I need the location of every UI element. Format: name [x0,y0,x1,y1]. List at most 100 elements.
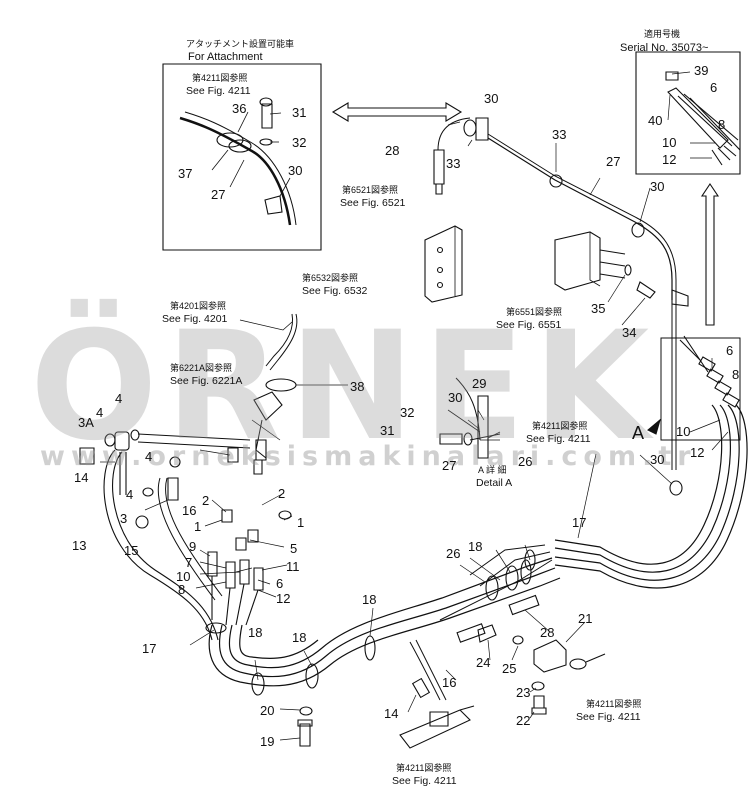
part-number: 17 [572,515,587,530]
part-number: 13 [72,538,87,553]
ref-4211b-en: See Fig. 4211 [526,433,591,445]
valve-block-6532 [425,226,462,302]
part-number: 30 [484,91,499,106]
part-number: 27 [606,154,621,169]
detail-a-en: Detail A [476,477,513,489]
part-number: 35 [591,301,606,316]
part-number: 8 [178,582,186,597]
part-number: 12 [276,591,291,606]
part-number: 4 [115,391,123,406]
part-number: 6 [726,343,734,358]
watermark-brand: ÖRNEK [30,300,658,474]
part-number: 10 [662,135,677,150]
ref-6551-jp: 第6551図参照 [506,307,563,317]
part-number: 20 [260,703,275,718]
part-number: 18 [468,539,483,554]
part-number: 26 [446,546,461,561]
part-number: 10 [176,569,191,584]
part-number: 22 [516,713,531,728]
ref-4211c-en: See Fig. 4211 [576,711,641,723]
ref-6532-en: See Fig. 6532 [302,285,368,297]
part-number: 30 [288,163,303,178]
ref-4211-jp: 第4211図参照 [192,73,248,83]
attachment-note-jp: アタッチメント設置可能車 [186,39,295,49]
ref-6521-jp: 第6521図参照 [342,185,399,195]
part-number: 33 [446,156,461,171]
part-number: 8 [732,367,740,382]
part-number: 16 [182,503,197,518]
part-number: 33 [552,127,567,142]
part-number: 29 [472,376,487,391]
up-arrow [702,184,718,325]
ref-4211b-jp: 第4211図参照 [532,421,588,431]
part-number: 31 [292,105,307,120]
hose-bundle-17 [555,405,730,572]
attachment-inset-frame [163,64,321,250]
part-number: 28 [540,625,555,640]
part-number: 1 [297,515,305,530]
serial-inset-frame [636,52,740,174]
detail-a-marker: A [632,423,645,443]
part-number: 18 [292,630,307,645]
serial-note-en: Serial No. 35073~ [620,42,709,54]
part-number: 7 [185,555,193,570]
part-number: 24 [476,655,491,670]
part-number: 8 [718,117,726,132]
part-number: 30 [448,390,463,405]
part-number: 6 [710,80,718,95]
part-number: 9 [189,539,197,554]
part-number: 4 [96,405,104,420]
part-number: 3A [78,415,94,430]
part-number: 18 [362,592,377,607]
arrow-a [648,420,660,434]
part-number: 2 [202,493,210,508]
part-number: 18 [248,625,263,640]
valve-block-6551 [555,232,600,290]
part-number: 14 [74,470,89,485]
part-number: 27 [442,458,457,473]
inset-hose [180,118,290,225]
hose-bundle-18 [209,578,560,686]
part-number: 10 [676,424,691,439]
part-number: 12 [662,152,677,167]
ref-6221a-jp: 第6221A図参照 [170,363,233,373]
part-number: 6 [276,576,284,591]
ref-4211d-jp: 第4211図参照 [396,763,452,773]
part-number: 2 [278,486,286,501]
part-number: 12 [690,445,705,460]
part-number: 3 [120,511,128,526]
part-number: 5 [290,541,298,556]
part-number: 32 [292,135,307,150]
part-number: 4 [126,487,134,502]
part-number: 34 [622,325,637,340]
part-number: 15 [124,543,139,558]
ref-4201-jp: 第4201図参照 [170,301,227,311]
part-number: 36 [232,101,247,116]
ref-6551-en: See Fig. 6551 [496,319,562,331]
part-number: 30 [650,179,665,194]
ref-6521-en: See Fig. 6521 [340,197,406,209]
part-number: 31 [380,423,395,438]
part-number: 32 [400,405,415,420]
part-number: 16 [442,675,457,690]
ref-4211-en: See Fig. 4211 [186,85,251,97]
double-arrow [333,103,461,121]
ref-6532-jp: 第6532図参照 [302,273,359,283]
part-number: 11 [286,559,300,574]
ref-4211d-en: See Fig. 4211 [392,775,457,787]
ref-4201-en: See Fig. 4201 [162,313,228,325]
part-number: 39 [694,63,709,78]
part-number: 26 [518,454,533,469]
attachment-note-en: For Attachment [188,51,263,63]
part-number: 37 [178,166,193,181]
part-number: 38 [350,379,365,394]
ref-6221a-en: See Fig. 6221A [170,375,243,387]
part-number: 28 [385,143,400,158]
part-number: 30 [650,452,665,467]
part-number: 23 [516,685,531,700]
detail-a-jp: A 詳 細 [478,465,507,475]
part-number: 1 [194,519,202,534]
part-number: 17 [142,641,157,656]
